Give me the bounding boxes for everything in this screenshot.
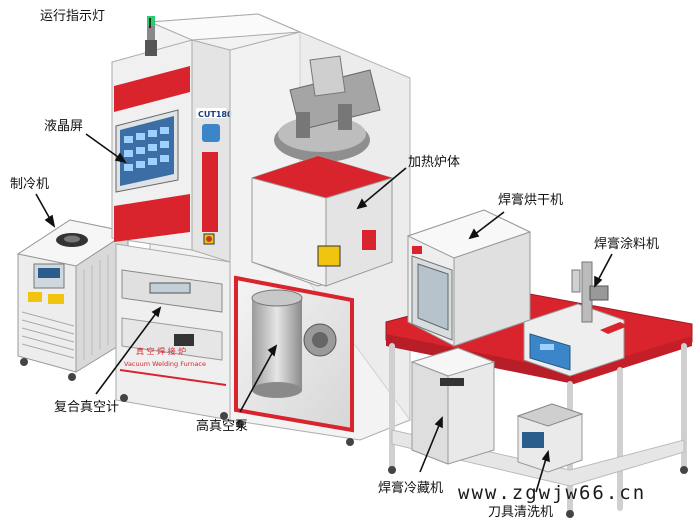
chiller-unit (16, 219, 130, 381)
label-vacuum-gauge: 复合真空计 (54, 400, 120, 415)
label-chiller: 制冷机 (10, 177, 50, 192)
label-indicator-light: 运行指示灯 (40, 9, 106, 24)
furnace-name-en: Vacuum Welding Furnace (124, 360, 206, 368)
label-lcd-screen: 液晶屏 (44, 119, 84, 134)
label-oven: 焊膏烘干机 (498, 193, 564, 208)
model-label: CUT180 (198, 110, 233, 119)
heater-frame (229, 31, 411, 446)
label-coater: 焊膏涂料机 (594, 237, 660, 252)
label-tool-cleaner: 刀具清洗机 (488, 505, 554, 520)
label-fridge: 焊膏冷藏机 (378, 481, 444, 496)
callout-lines (35, 18, 613, 493)
furnace-name-cn: 真 空 焊 接 炉 (136, 346, 186, 356)
watermark: www.zgwjw66.cn (458, 482, 647, 504)
solder-paste-coater (523, 261, 628, 377)
tool-cleaner (516, 403, 584, 473)
solder-paste-fridge (410, 347, 496, 465)
label-vacuum-pump: 高真空泵 (196, 419, 249, 434)
label-heater: 加热炉体 (408, 155, 461, 170)
solder-paste-oven (406, 209, 532, 347)
